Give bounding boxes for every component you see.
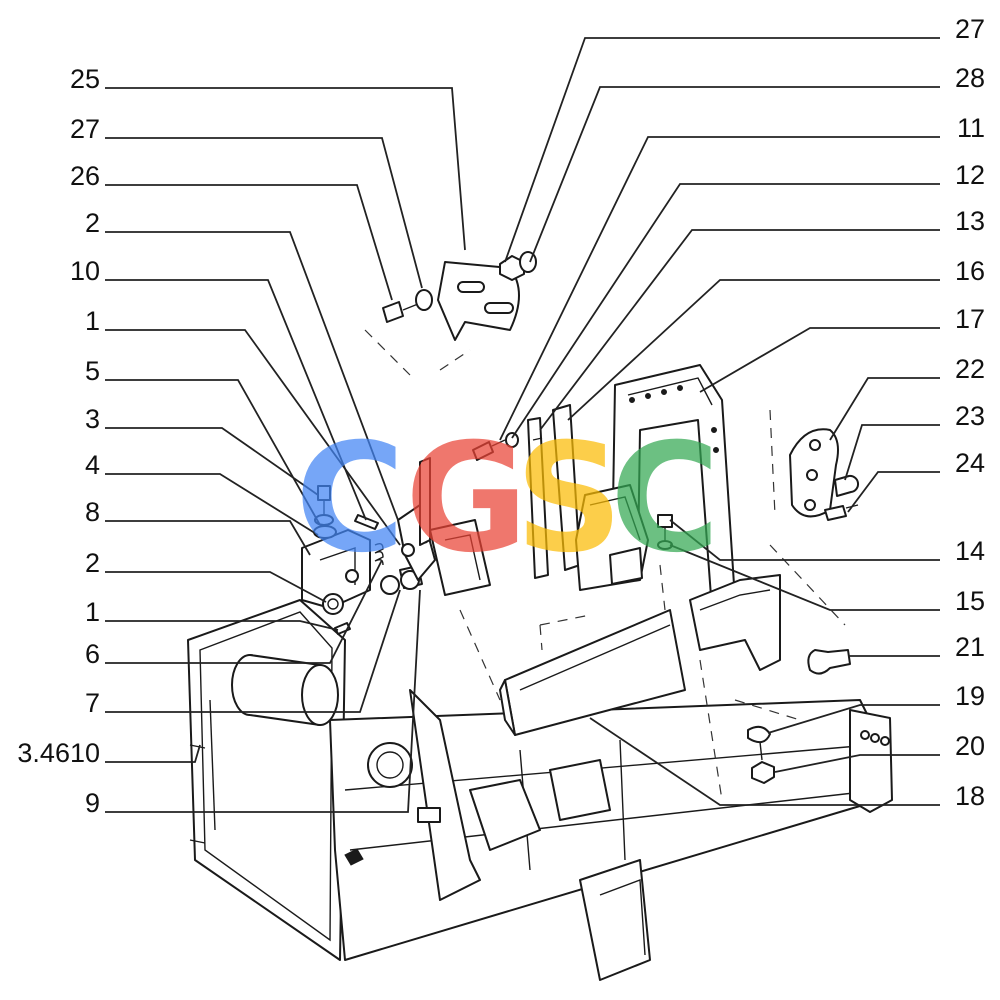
callout-label: 25 [70, 64, 100, 94]
watermark-letter-g: G [405, 412, 528, 586]
right-bracket-assembly [472, 251, 860, 801]
callout-label: 4 [85, 450, 100, 480]
callout-label: 24 [955, 448, 985, 478]
callout-label: 2 [85, 548, 100, 578]
callout-label: 5 [85, 356, 100, 386]
left-bracket-assembly [301, 261, 543, 701]
callout-label: 22 [955, 354, 985, 384]
watermark-logo: C G S C [295, 412, 720, 586]
callout-label: 15 [955, 586, 985, 616]
callout-label: 13 [955, 206, 985, 236]
callout-label: 26 [70, 161, 100, 191]
watermark-letter-s: S [515, 412, 623, 586]
callout-label: 11 [957, 113, 985, 143]
watermark-letter-c1: C [295, 412, 405, 586]
callout-label: 14 [955, 536, 985, 566]
callout-label: 9 [85, 788, 100, 818]
watermark-letter-c2: C [610, 412, 720, 586]
callout-label: 27 [70, 114, 100, 144]
left-callout-labels: 25 27 26 2 10 1 5 3 4 8 2 1 6 7 3.4610 9 [17, 64, 100, 818]
callout-label: 27 [955, 14, 985, 44]
callout-label: 10 [70, 256, 100, 286]
callout-label: 1 [85, 597, 100, 627]
callout-label: 1 [85, 306, 100, 336]
callout-label: 7 [85, 688, 100, 718]
leader-lines [105, 37, 940, 813]
callout-label: 2 [85, 208, 100, 238]
callout-label: 16 [955, 256, 985, 286]
callout-label: 8 [85, 497, 100, 527]
main-frame-assembly [187, 599, 893, 981]
right-callout-labels: 27 28 11 12 13 16 17 22 23 24 14 15 21 1… [955, 14, 985, 811]
callout-label: 3.4610 [17, 738, 100, 768]
callout-label: 3 [85, 404, 100, 434]
callout-label: 17 [955, 304, 985, 334]
callout-label: 6 [85, 639, 100, 669]
callout-label: 23 [955, 401, 985, 431]
callout-label: 28 [955, 63, 985, 93]
callout-label: 19 [955, 681, 985, 711]
callout-label: 21 [955, 632, 985, 662]
callout-label: 18 [955, 781, 985, 811]
callout-label: 20 [955, 731, 985, 761]
callout-label: 12 [955, 160, 985, 190]
